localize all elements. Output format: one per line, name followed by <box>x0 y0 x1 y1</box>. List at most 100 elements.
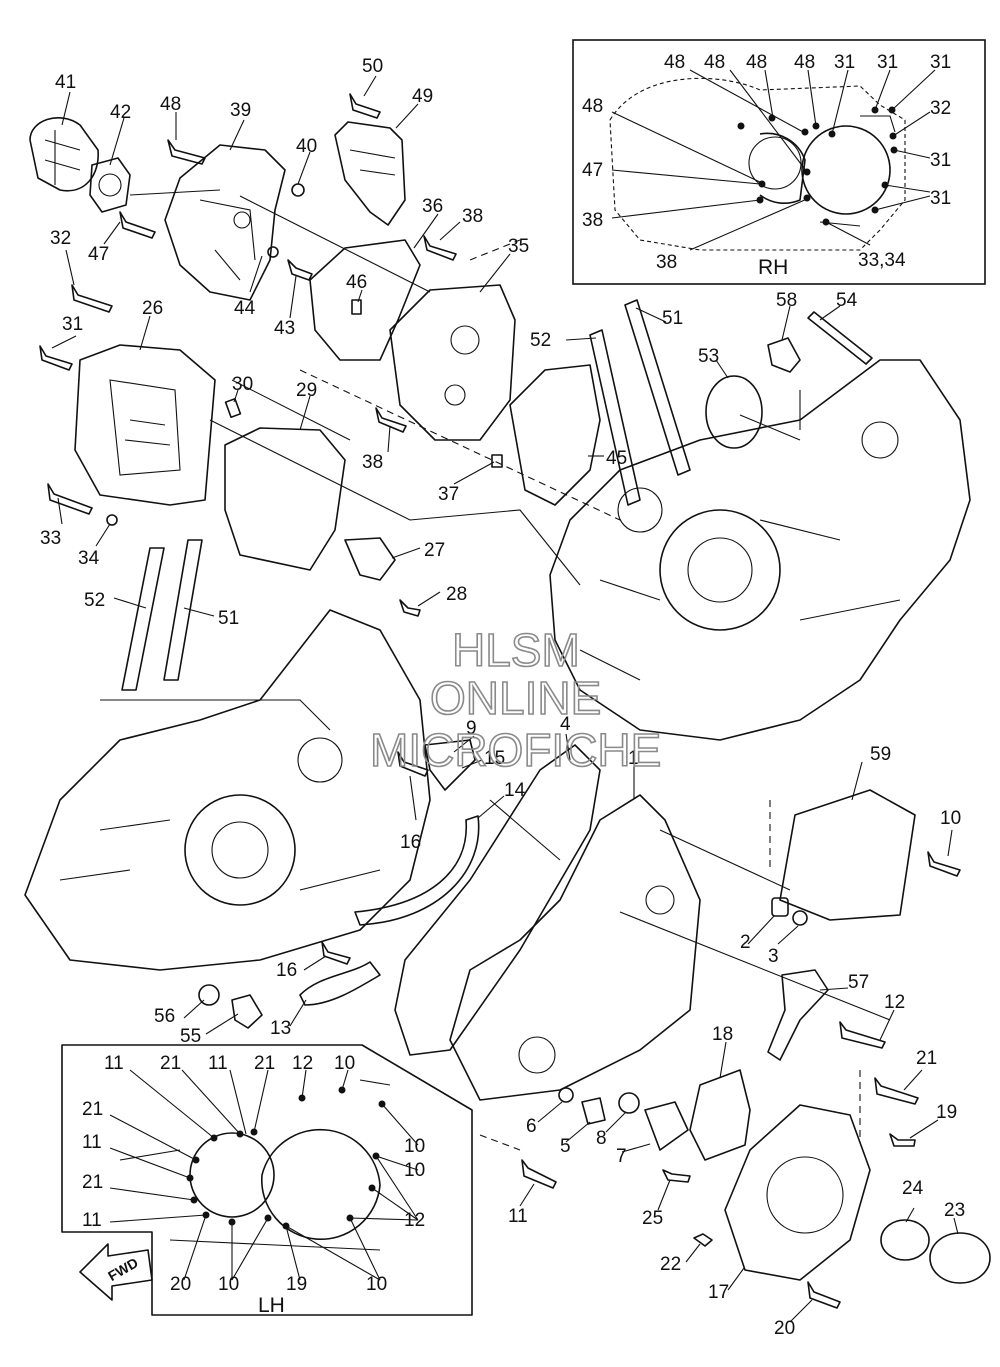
watermark-line3: MICROFICHE <box>370 724 661 776</box>
callout-45: 45 <box>606 448 627 469</box>
callout-40: 40 <box>296 136 317 157</box>
callout-38: 38 <box>462 206 483 227</box>
rh-callout-47: 47 <box>582 160 603 181</box>
callout-16a: 16 <box>400 832 421 853</box>
lh-callout-21d: 21 <box>82 1172 103 1193</box>
callout-35: 35 <box>508 236 529 257</box>
callout-7: 7 <box>616 1146 627 1167</box>
rh-callout-31e: 31 <box>930 188 951 209</box>
callout-31: 31 <box>62 314 83 335</box>
rh-callout-48b: 48 <box>704 52 725 73</box>
callout-14: 14 <box>504 780 526 801</box>
callout-49: 49 <box>412 86 433 107</box>
rh-callout-31d: 31 <box>930 150 951 171</box>
callout-12: 12 <box>884 992 905 1013</box>
callout-8: 8 <box>596 1128 607 1149</box>
callout-52b: 52 <box>84 590 105 611</box>
callout-2: 2 <box>740 932 751 953</box>
callout-56: 56 <box>154 1006 175 1027</box>
lh-callout-20: 20 <box>170 1274 191 1295</box>
watermark-line1: HLSM <box>452 624 580 676</box>
rh-callout-33-34: 33,34 <box>858 250 906 271</box>
callout-21: 21 <box>916 1048 937 1069</box>
callout-41: 41 <box>55 72 76 93</box>
callout-labels: 41 42 48 39 50 49 40 32 47 36 38 35 44 4… <box>40 56 965 1339</box>
watermark-line2: ONLINE <box>430 672 601 724</box>
callout-46: 46 <box>346 272 367 293</box>
callout-1: 1 <box>628 748 639 769</box>
callout-50: 50 <box>362 56 383 77</box>
callout-20: 20 <box>774 1318 795 1339</box>
lh-callout-10d: 10 <box>218 1274 239 1295</box>
callout-18: 18 <box>712 1024 733 1045</box>
callout-4: 4 <box>560 714 571 735</box>
lh-callout-11a: 11 <box>104 1053 124 1074</box>
lh-callout-11c: 11 <box>82 1132 102 1153</box>
callout-6: 6 <box>526 1116 537 1137</box>
callout-51b: 51 <box>218 608 239 629</box>
callout-42: 42 <box>110 102 131 123</box>
rh-callout-48e: 48 <box>582 96 603 117</box>
callout-37: 37 <box>438 484 459 505</box>
callout-55: 55 <box>180 1026 201 1047</box>
lh-callout-19: 19 <box>286 1274 307 1295</box>
rh-callout-38b: 38 <box>656 252 677 273</box>
callout-11: 11 <box>508 1206 528 1227</box>
callout-58: 58 <box>776 290 797 311</box>
callout-24: 24 <box>902 1178 924 1199</box>
callout-36: 36 <box>422 196 443 217</box>
callout-5: 5 <box>560 1136 571 1157</box>
callout-48: 48 <box>160 94 181 115</box>
left-crankcase <box>24 609 431 971</box>
watermark: HLSM ONLINE MICROFICHE <box>369 623 662 777</box>
lh-callout-12b: 12 <box>404 1210 425 1231</box>
callout-29: 29 <box>296 380 317 401</box>
callout-39: 39 <box>230 100 251 121</box>
rh-panel-title: RH <box>758 256 788 279</box>
rh-callout-48d: 48 <box>794 52 815 73</box>
lh-callout-10c: 10 <box>404 1160 425 1181</box>
rh-inset-panel: 48 48 48 48 31 31 31 48 32 31 47 31 38 3… <box>572 39 986 285</box>
callout-26: 26 <box>142 298 163 319</box>
rh-callout-31c: 31 <box>930 52 951 73</box>
lh-callout-21b: 21 <box>254 1053 275 1074</box>
lh-callout-10b: 10 <box>404 1136 425 1157</box>
lh-callout-10e: 10 <box>366 1274 387 1295</box>
callout-28: 28 <box>446 584 467 605</box>
rh-callout-31b: 31 <box>877 52 898 73</box>
lh-callout-12a: 12 <box>292 1053 313 1074</box>
callout-25: 25 <box>642 1208 663 1229</box>
callout-15: 15 <box>484 748 505 769</box>
callout-54: 54 <box>836 290 858 311</box>
leader-lines <box>51 75 959 1323</box>
fwd-arrow-icon: FWD <box>79 1243 153 1301</box>
callout-10: 10 <box>940 808 961 829</box>
lh-callout-21c: 21 <box>82 1099 103 1120</box>
callout-33: 33 <box>40 528 61 549</box>
lh-callout-10a: 10 <box>334 1053 355 1074</box>
rh-callout-31a: 31 <box>834 52 855 73</box>
callout-23: 23 <box>944 1200 965 1221</box>
callout-17: 17 <box>708 1282 729 1303</box>
rh-callout-38a: 38 <box>582 210 603 231</box>
callout-47: 47 <box>88 244 109 265</box>
callout-32: 32 <box>50 228 71 249</box>
lower-parts <box>198 739 991 1309</box>
lh-panel-title: LH <box>258 1294 285 1317</box>
callout-57: 57 <box>848 972 869 993</box>
right-crankcase <box>549 359 971 741</box>
callout-27: 27 <box>424 540 445 561</box>
callout-43: 43 <box>274 318 295 339</box>
callout-38b: 38 <box>362 452 383 473</box>
lh-inset-panel: 11 21 11 21 12 10 21 11 10 10 21 12 11 2… <box>61 1044 473 1317</box>
callout-3: 3 <box>768 946 779 967</box>
callout-30: 30 <box>232 374 253 395</box>
rh-callout-48c: 48 <box>746 52 767 73</box>
lh-callout-11b: 11 <box>208 1053 228 1074</box>
callout-16b: 16 <box>276 960 297 981</box>
callout-13: 13 <box>270 1018 291 1039</box>
callout-51a: 51 <box>662 308 683 329</box>
callout-59: 59 <box>870 744 891 765</box>
lh-callout-21a: 21 <box>160 1053 181 1074</box>
